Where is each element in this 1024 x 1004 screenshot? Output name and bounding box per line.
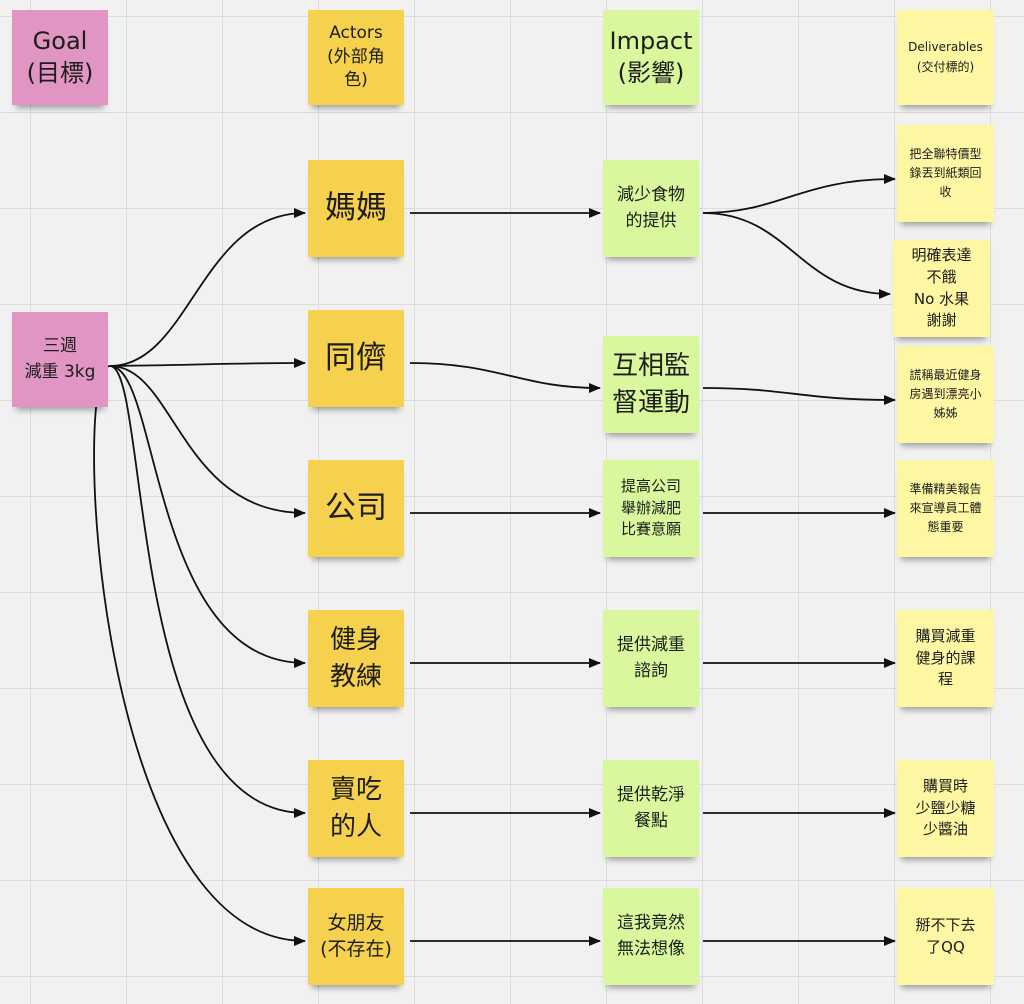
deliverable-text: 掰不下去 了QQ	[915, 915, 976, 956]
deliverable-text: 準備精美報告 來宣導員工體 態重要	[909, 481, 982, 535]
deliverable-text: 謊稱最近健身 房遇到漂亮小 姊姊	[909, 367, 982, 421]
actor-text: 賣吃 的人	[329, 775, 382, 842]
impact-text: 提高公司 舉辦減肥 比賽意願	[620, 476, 681, 539]
actor-text: 同儕	[325, 339, 387, 376]
impact-note[interactable]: 提高公司 舉辦減肥 比賽意願	[603, 460, 699, 557]
actor-text: 公司	[325, 489, 387, 526]
actors-header-text: Actors (外部角 色)	[327, 22, 385, 91]
arrow-impact-1-to-deliverable-1	[702, 174, 896, 214]
deliverable-text: 購買減重 健身的課 程	[915, 626, 976, 689]
goal-note[interactable]: 三週 減重 3kg	[12, 312, 108, 407]
deliverables-header-text: Deliverables (交付標的)	[908, 40, 983, 74]
impact-text: 提供減重 諮詢	[617, 635, 685, 681]
deliverables-header-note[interactable]: Deliverables (交付標的)	[897, 10, 994, 105]
deliverable-note[interactable]: 謊稱最近健身 房遇到漂亮小 姊姊	[897, 346, 994, 443]
impact-text: 提供乾淨 餐點	[617, 785, 685, 831]
goal-header-text: Goal (目標)	[26, 27, 94, 87]
actor-note[interactable]: 公司	[308, 460, 404, 557]
impact-header-text: Impact (影響)	[609, 27, 693, 87]
arrow-goal-to-actor-6	[93, 365, 306, 946]
arrow-goal-to-actor-2	[109, 358, 306, 369]
actor-text: 健身 教練	[329, 625, 382, 692]
deliverable-note[interactable]: 掰不下去 了QQ	[897, 888, 994, 985]
impact-text: 這我竟然 無法想像	[617, 913, 685, 959]
impact-note[interactable]: 提供乾淨 餐點	[603, 760, 699, 857]
deliverable-text: 購買時 少鹽少糖 少醬油	[915, 776, 976, 839]
deliverable-text: 把全聯特價型 錄丟到紙類回 收	[909, 146, 982, 200]
arrow-impact-2-to-deliverable-3	[702, 387, 896, 405]
deliverable-text: 明確表達 不餓 No 水果 謝謝	[911, 246, 972, 330]
arrow-goal-to-actor-1	[109, 208, 306, 367]
impact-note[interactable]: 這我竟然 無法想像	[603, 888, 699, 985]
impact-text: 減少食物 的提供	[617, 185, 685, 231]
arrow-goal-to-actor-4	[109, 365, 306, 668]
arrow-impact-1-to-deliverable-2	[702, 212, 891, 299]
impact-header-note[interactable]: Impact (影響)	[603, 10, 699, 105]
actor-note[interactable]: 媽媽	[308, 160, 404, 257]
actor-note[interactable]: 賣吃 的人	[308, 760, 404, 857]
arrow-actor-2-to-impact-2	[409, 362, 601, 393]
impact-note[interactable]: 減少食物 的提供	[603, 160, 699, 257]
impact-note[interactable]: 提供減重 諮詢	[603, 610, 699, 707]
actor-text: 媽媽	[325, 189, 387, 226]
impact-note[interactable]: 互相監 督運動	[603, 336, 699, 433]
deliverable-note[interactable]: 明確表達 不餓 No 水果 謝謝	[893, 240, 990, 337]
goal-text: 三週 減重 3kg	[24, 336, 96, 382]
deliverable-note[interactable]: 把全聯特價型 錄丟到紙類回 收	[897, 125, 994, 222]
actor-text: 女朋友 (不存在)	[320, 911, 392, 960]
goal-header-note[interactable]: Goal (目標)	[12, 10, 108, 105]
deliverable-note[interactable]: 購買時 少鹽少糖 少醬油	[897, 760, 994, 857]
actor-note[interactable]: 同儕	[308, 310, 404, 407]
impact-text: 互相監 督運動	[611, 351, 690, 418]
deliverable-note[interactable]: 購買減重 健身的課 程	[897, 610, 994, 707]
actors-header-note[interactable]: Actors (外部角 色)	[308, 10, 404, 105]
actor-note[interactable]: 女朋友 (不存在)	[308, 888, 404, 985]
actor-note[interactable]: 健身 教練	[308, 610, 404, 707]
deliverable-note[interactable]: 準備精美報告 來宣導員工體 態重要	[897, 460, 994, 557]
arrow-goal-to-actor-5	[109, 365, 306, 818]
arrow-goal-to-actor-3	[109, 365, 306, 518]
